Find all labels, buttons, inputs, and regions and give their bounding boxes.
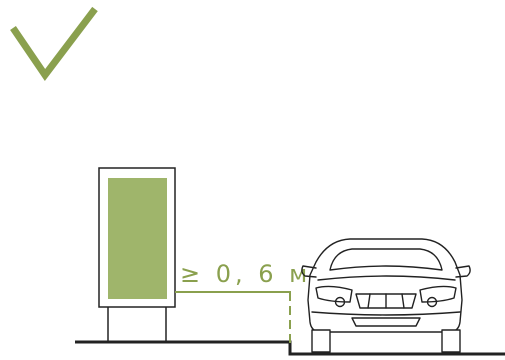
car-mirror-right [455,265,471,278]
car-wheel-right [441,329,461,353]
car-windshield [329,248,443,271]
car-mirror-left [301,265,317,278]
car-body [307,238,463,333]
clearance-dimension: ≥ 0, 6 м [175,260,311,343]
dimension-label: ≥ 0, 6 м [180,260,311,288]
car-grille-bar [367,293,371,309]
car-front-icon [301,238,471,353]
billboard-stand-icon [98,167,176,342]
car-lower-intake [351,317,421,327]
car-grille-bar [401,293,405,309]
billboard-panel [108,178,167,299]
ground-line [75,340,505,356]
car-headlight-right [419,285,457,303]
car-foglight-right [426,296,438,308]
checkmark-icon [10,6,98,81]
car-grille [355,293,417,309]
car-hood [317,275,456,281]
car-bumper [311,311,461,316]
car-headlight-left [315,285,353,303]
car-foglight-left [334,296,346,308]
car-wheel-left [311,329,331,353]
